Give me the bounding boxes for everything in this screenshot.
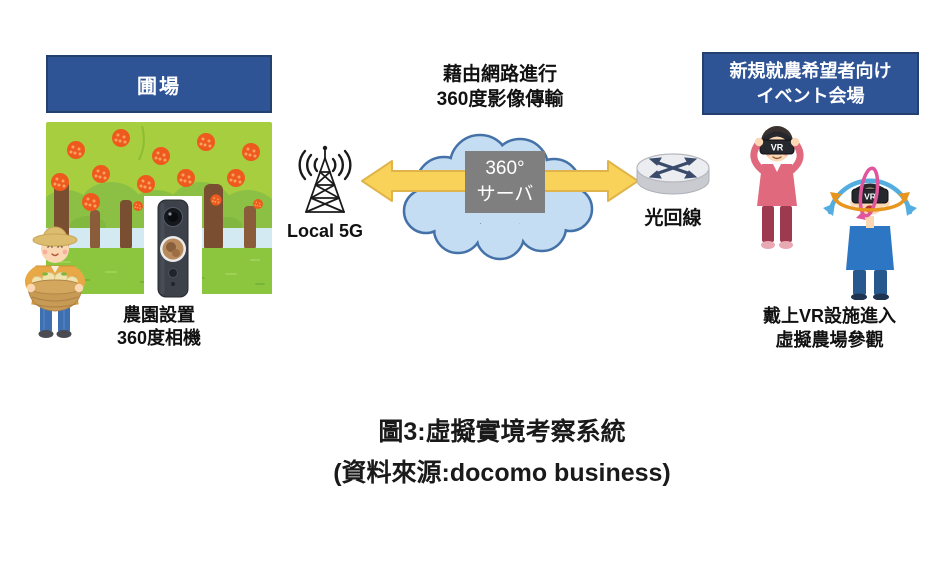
router-icon (636, 153, 710, 195)
harvest-basket (27, 272, 83, 312)
straw-hat (32, 226, 78, 247)
figure-caption-line2: (資料來源:docomo business) (333, 459, 671, 487)
right-caption-line1: 戴上VR設施進入 (762, 306, 896, 326)
woman-vr-illustration: VR (750, 126, 804, 249)
radio-waves-icon (298, 149, 352, 181)
farmer-illustration (25, 226, 85, 338)
tower-lattice (305, 147, 345, 213)
camera-360-icon (157, 199, 189, 298)
vr-badge-label: VR (864, 192, 876, 202)
right-caption-line2: 虛擬農場參觀 (775, 330, 884, 350)
man-vr-illustration: VR (823, 166, 917, 300)
network-note: 藉由網路進行 360度影像傳輸 (390, 62, 610, 112)
camera-card (144, 196, 202, 302)
local5g-label: Local 5G (286, 221, 364, 241)
router-arrows (648, 157, 698, 179)
farm-field-header: 圃場 (46, 55, 272, 113)
event-venue-header-line2: イベント会場 (756, 85, 865, 106)
server-line2: サーバ (476, 184, 534, 205)
server-box: 360° サーバ (465, 151, 545, 213)
left-caption: 農園設置 360度相機 (46, 304, 272, 350)
head-rotation-arrows (823, 166, 917, 220)
server-line1: 360° (485, 158, 525, 179)
antenna-icon (298, 145, 352, 213)
router-label: 光回線 (644, 208, 702, 229)
event-venue-header: 新規就農希望者向け イベント会場 (702, 52, 919, 115)
farm-field-header-label: 圃場 (137, 75, 181, 98)
event-venue-header-line1: 新規就農希望者向け (729, 60, 892, 81)
left-caption-line2: 360度相機 (116, 328, 202, 348)
network-note-line1: 藉由網路進行 (442, 64, 557, 85)
right-caption: 戴上VR設施進入 虛擬農場參觀 (722, 304, 937, 352)
figure-caption: 圖3:虛擬實境考察系統 (資料來源:docomo business) (282, 412, 722, 494)
vr-headset: VR (851, 188, 889, 204)
vr-badge-label: VR (771, 143, 784, 153)
figure-caption-line1: 圖3:虛擬實境考察系統 (378, 418, 626, 446)
left-caption-line1: 農園設置 (123, 305, 195, 325)
vr-headset: VR (759, 139, 795, 155)
network-note-line2: 360度影像傳輸 (436, 89, 564, 110)
